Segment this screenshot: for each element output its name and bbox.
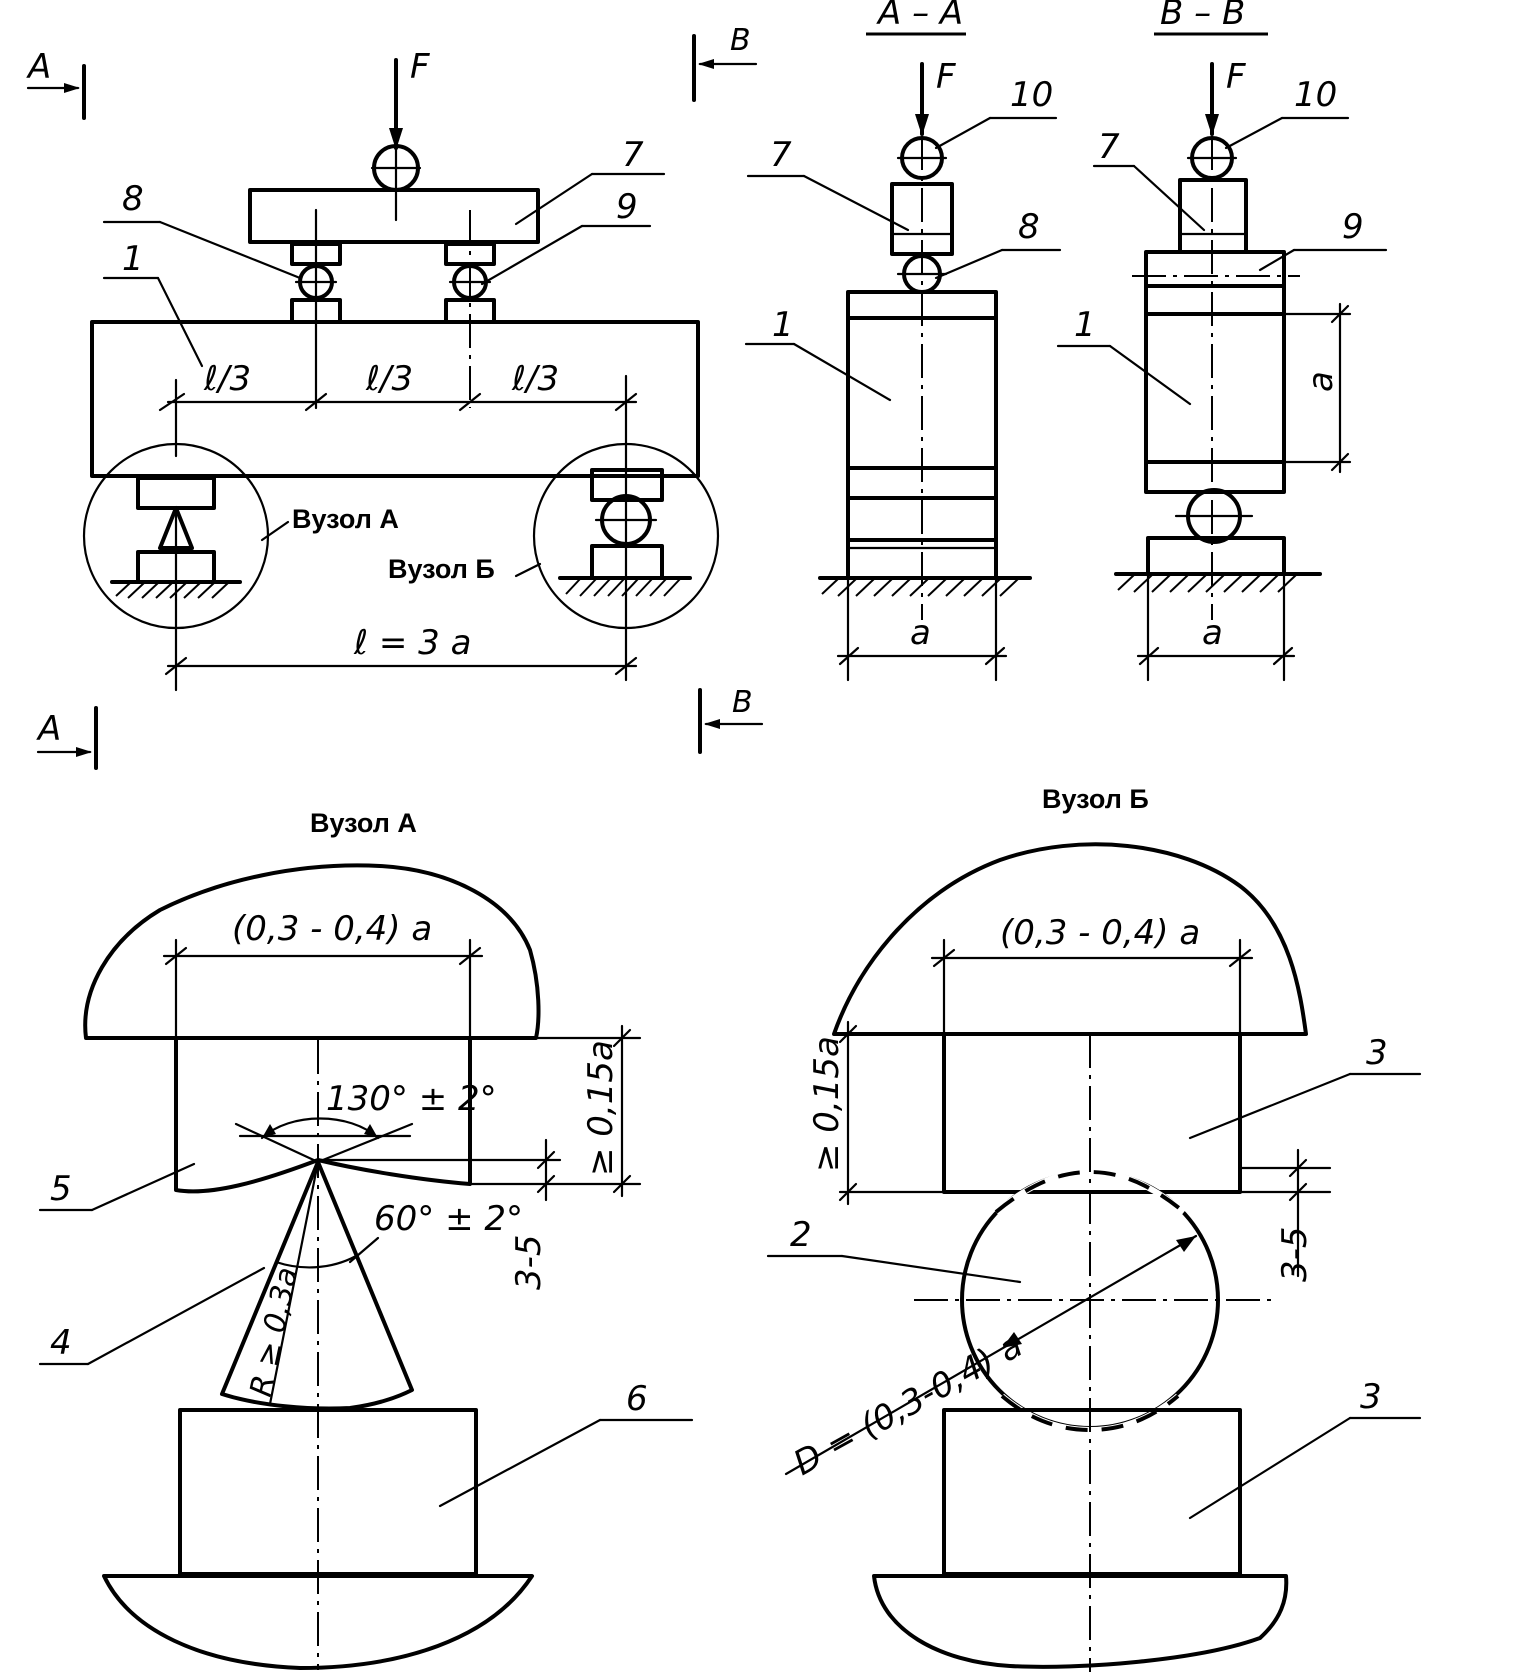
- callout-load-ball-aa: 10: [934, 75, 1058, 150]
- section-a-marker-bottom: A: [36, 706, 98, 770]
- width-a-aa: a: [910, 613, 931, 653]
- third-span-label-2: ℓ/3: [365, 359, 413, 399]
- main-elevation-view: A A B B F: [26, 23, 764, 770]
- svg-text:8: 8: [1018, 207, 1040, 247]
- traverse-main: [248, 188, 540, 244]
- callout-specimen-aa: 1: [744, 305, 892, 402]
- section-a-letter-bottom: A: [36, 709, 61, 749]
- callout-knife-plate-node-a: 5: [38, 1162, 196, 1212]
- svg-text:1: 1: [1074, 305, 1096, 345]
- callout-roller-node-b: 2: [766, 1215, 1022, 1284]
- node-b-reference-label: Вузол Б: [388, 554, 495, 584]
- callout-specimen-main: 1: [102, 239, 204, 368]
- callout-traverse-main: 7: [514, 135, 666, 226]
- section-aa-view: A – A F a: [744, 0, 1062, 682]
- angle-top-label: 130° ± 2°: [326, 1079, 497, 1119]
- section-aa-title: A – A: [876, 0, 963, 33]
- callout-roller-bb: 9: [1258, 207, 1388, 272]
- force-label-aa: F: [936, 57, 956, 97]
- span-label: ℓ = 3 a: [353, 623, 471, 663]
- node-a-detail-view: Вузол А (0,3 - 0,4) a ≥ 0,15a 3-5 130° ±…: [38, 808, 694, 1670]
- svg-text:3: 3: [1366, 1033, 1388, 1073]
- callout-traverse-aa: 7: [746, 135, 910, 232]
- callout-roller-aa: 8: [934, 207, 1062, 280]
- svg-text:10: 10: [1010, 75, 1053, 115]
- specimen-beam: [90, 320, 700, 478]
- section-b-marker-bottom: B: [698, 685, 764, 754]
- callout-traverse-bb: 7: [1092, 127, 1206, 232]
- section-b-letter-bottom: B: [732, 685, 753, 720]
- node-a-detail-circle: [82, 442, 290, 630]
- callout-knife-edge-node-a: 4: [38, 1266, 266, 1366]
- angle-tip-label: 60° ± 2°: [374, 1199, 523, 1239]
- section-bb-view: B – B F a: [1056, 0, 1388, 682]
- svg-text:5: 5: [50, 1169, 72, 1209]
- force-label-bb: F: [1226, 57, 1246, 97]
- diameter-label: D = (0,3-0,4) a: [787, 1325, 1029, 1484]
- callout-upper-plate-node-b: 3: [1188, 1033, 1422, 1140]
- section-bb-title: B – B: [1160, 0, 1245, 33]
- section-a-letter-top: A: [26, 47, 51, 87]
- svg-text:2: 2: [790, 1215, 812, 1255]
- callout-specimen-bb: 1: [1056, 305, 1192, 406]
- section-b-marker-top: B: [692, 23, 758, 102]
- width-range-node-b: (0,3 - 0,4) a: [1000, 913, 1200, 953]
- svg-text:1: 1: [772, 305, 794, 345]
- svg-text:7: 7: [770, 135, 792, 175]
- third-span-label-3: ℓ/3: [511, 359, 559, 399]
- node-a-title: Вузол А: [310, 808, 417, 838]
- height-a-bb: a: [1301, 371, 1341, 392]
- roller-assembly-left: [290, 208, 342, 410]
- svg-text:9: 9: [616, 187, 638, 227]
- section-a-marker-top: A: [26, 47, 86, 120]
- section-b-letter-top: B: [730, 23, 751, 58]
- svg-text:6: 6: [626, 1379, 648, 1419]
- width-a-bb: a: [1202, 613, 1223, 653]
- gap-node-a: 3-5: [509, 1234, 549, 1290]
- node-b-title: Вузол Б: [1042, 784, 1149, 814]
- third-span-label-1: ℓ/3: [203, 359, 251, 399]
- gap-node-b: 3-5: [1275, 1226, 1315, 1282]
- callout-roller-left-main: 8: [102, 179, 302, 280]
- min-height-node-b: ≥ 0,15a: [807, 1036, 847, 1172]
- force-arrow-main: F: [389, 47, 430, 150]
- radius-label: R ≥ 0,3a: [244, 1264, 306, 1400]
- svg-text:1: 1: [122, 239, 144, 279]
- third-span-dimensions: ℓ/3 ℓ/3 ℓ/3: [158, 359, 638, 682]
- span-dimension: ℓ = 3 a: [164, 598, 638, 692]
- svg-text:4: 4: [50, 1323, 72, 1363]
- svg-text:7: 7: [622, 135, 644, 175]
- svg-text:8: 8: [122, 179, 144, 219]
- force-label-main: F: [410, 47, 430, 87]
- node-b-detail-circle: [514, 442, 720, 630]
- min-height-node-a: ≥ 0,15a: [581, 1040, 621, 1176]
- callout-lower-plate-node-b: 3: [1188, 1377, 1422, 1520]
- svg-text:7: 7: [1098, 127, 1120, 167]
- svg-text:3: 3: [1360, 1377, 1382, 1417]
- roller-assembly-right: [444, 210, 496, 408]
- node-b-detail-view: Вузол Б (0,3 - 0,4) a ≥ 0,15a 3-5: [766, 784, 1422, 1672]
- callout-load-ball-bb: 10: [1224, 75, 1350, 150]
- callout-knife-base-node-a: 6: [438, 1379, 694, 1508]
- width-range-node-a: (0,3 - 0,4) a: [232, 909, 432, 949]
- svg-text:9: 9: [1342, 207, 1364, 247]
- svg-text:10: 10: [1294, 75, 1337, 115]
- callout-roller-right-main: 9: [480, 187, 652, 286]
- node-a-reference-label: Вузол А: [292, 504, 399, 534]
